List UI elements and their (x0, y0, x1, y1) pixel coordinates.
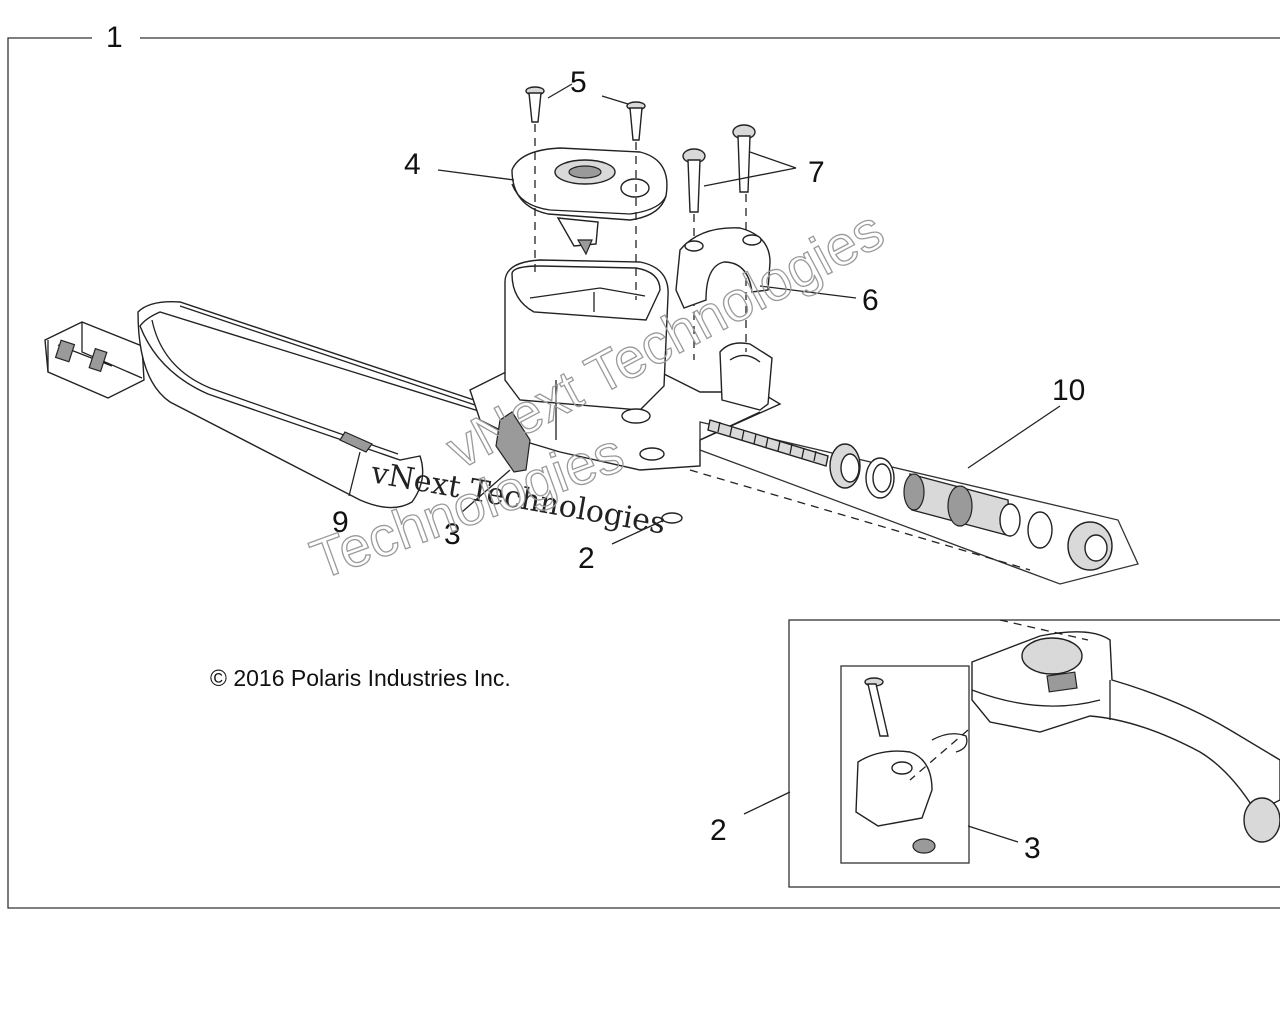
brake-switch (44, 301, 483, 509)
brake-lever (971, 631, 1280, 843)
assembly-frame (7, 37, 1280, 909)
leader-clip-lower (967, 825, 1019, 843)
callout-clip-lower: 3 (1024, 832, 1041, 865)
callout-switch: 9 (332, 506, 349, 539)
callout-cover-screws: 5 (570, 66, 587, 99)
cover-screws (525, 86, 646, 141)
leader-cover-screws (547, 83, 629, 105)
reservoir-cover (511, 147, 668, 256)
callout-piston-kit: 10 (1052, 374, 1085, 407)
master-cylinder-body (469, 259, 782, 471)
leader-cover (437, 169, 515, 181)
leader-clamp (759, 285, 857, 299)
leader-pin-lower (743, 791, 791, 815)
callout-cover: 4 (404, 148, 421, 181)
handlebar-clamp (675, 227, 771, 309)
leader-piston-kit (967, 405, 1061, 469)
pivot-pin-small (495, 411, 683, 524)
callout-clamp: 6 (862, 284, 879, 317)
leader-clamp-bolts (703, 151, 797, 187)
callout-assembly: 1 (106, 21, 123, 54)
leader-pin-upper (611, 519, 665, 545)
piston-kit (699, 419, 1139, 585)
lever-pivot-parts (855, 677, 968, 854)
clamp-bolts (682, 124, 756, 213)
callout-pin-lower: 2 (710, 814, 727, 847)
leader-switch (348, 451, 361, 497)
lever-inset-frame (788, 619, 1280, 888)
callout-pin-upper: 2 (578, 542, 595, 575)
callout-clamp-bolts: 7 (808, 156, 825, 189)
callout-clip-upper: 3 (444, 518, 461, 551)
copyright-notice: © 2016 Polaris Industries Inc. (210, 665, 511, 691)
pivot-inset-frame (840, 665, 970, 864)
leader-clip-upper (461, 469, 511, 513)
